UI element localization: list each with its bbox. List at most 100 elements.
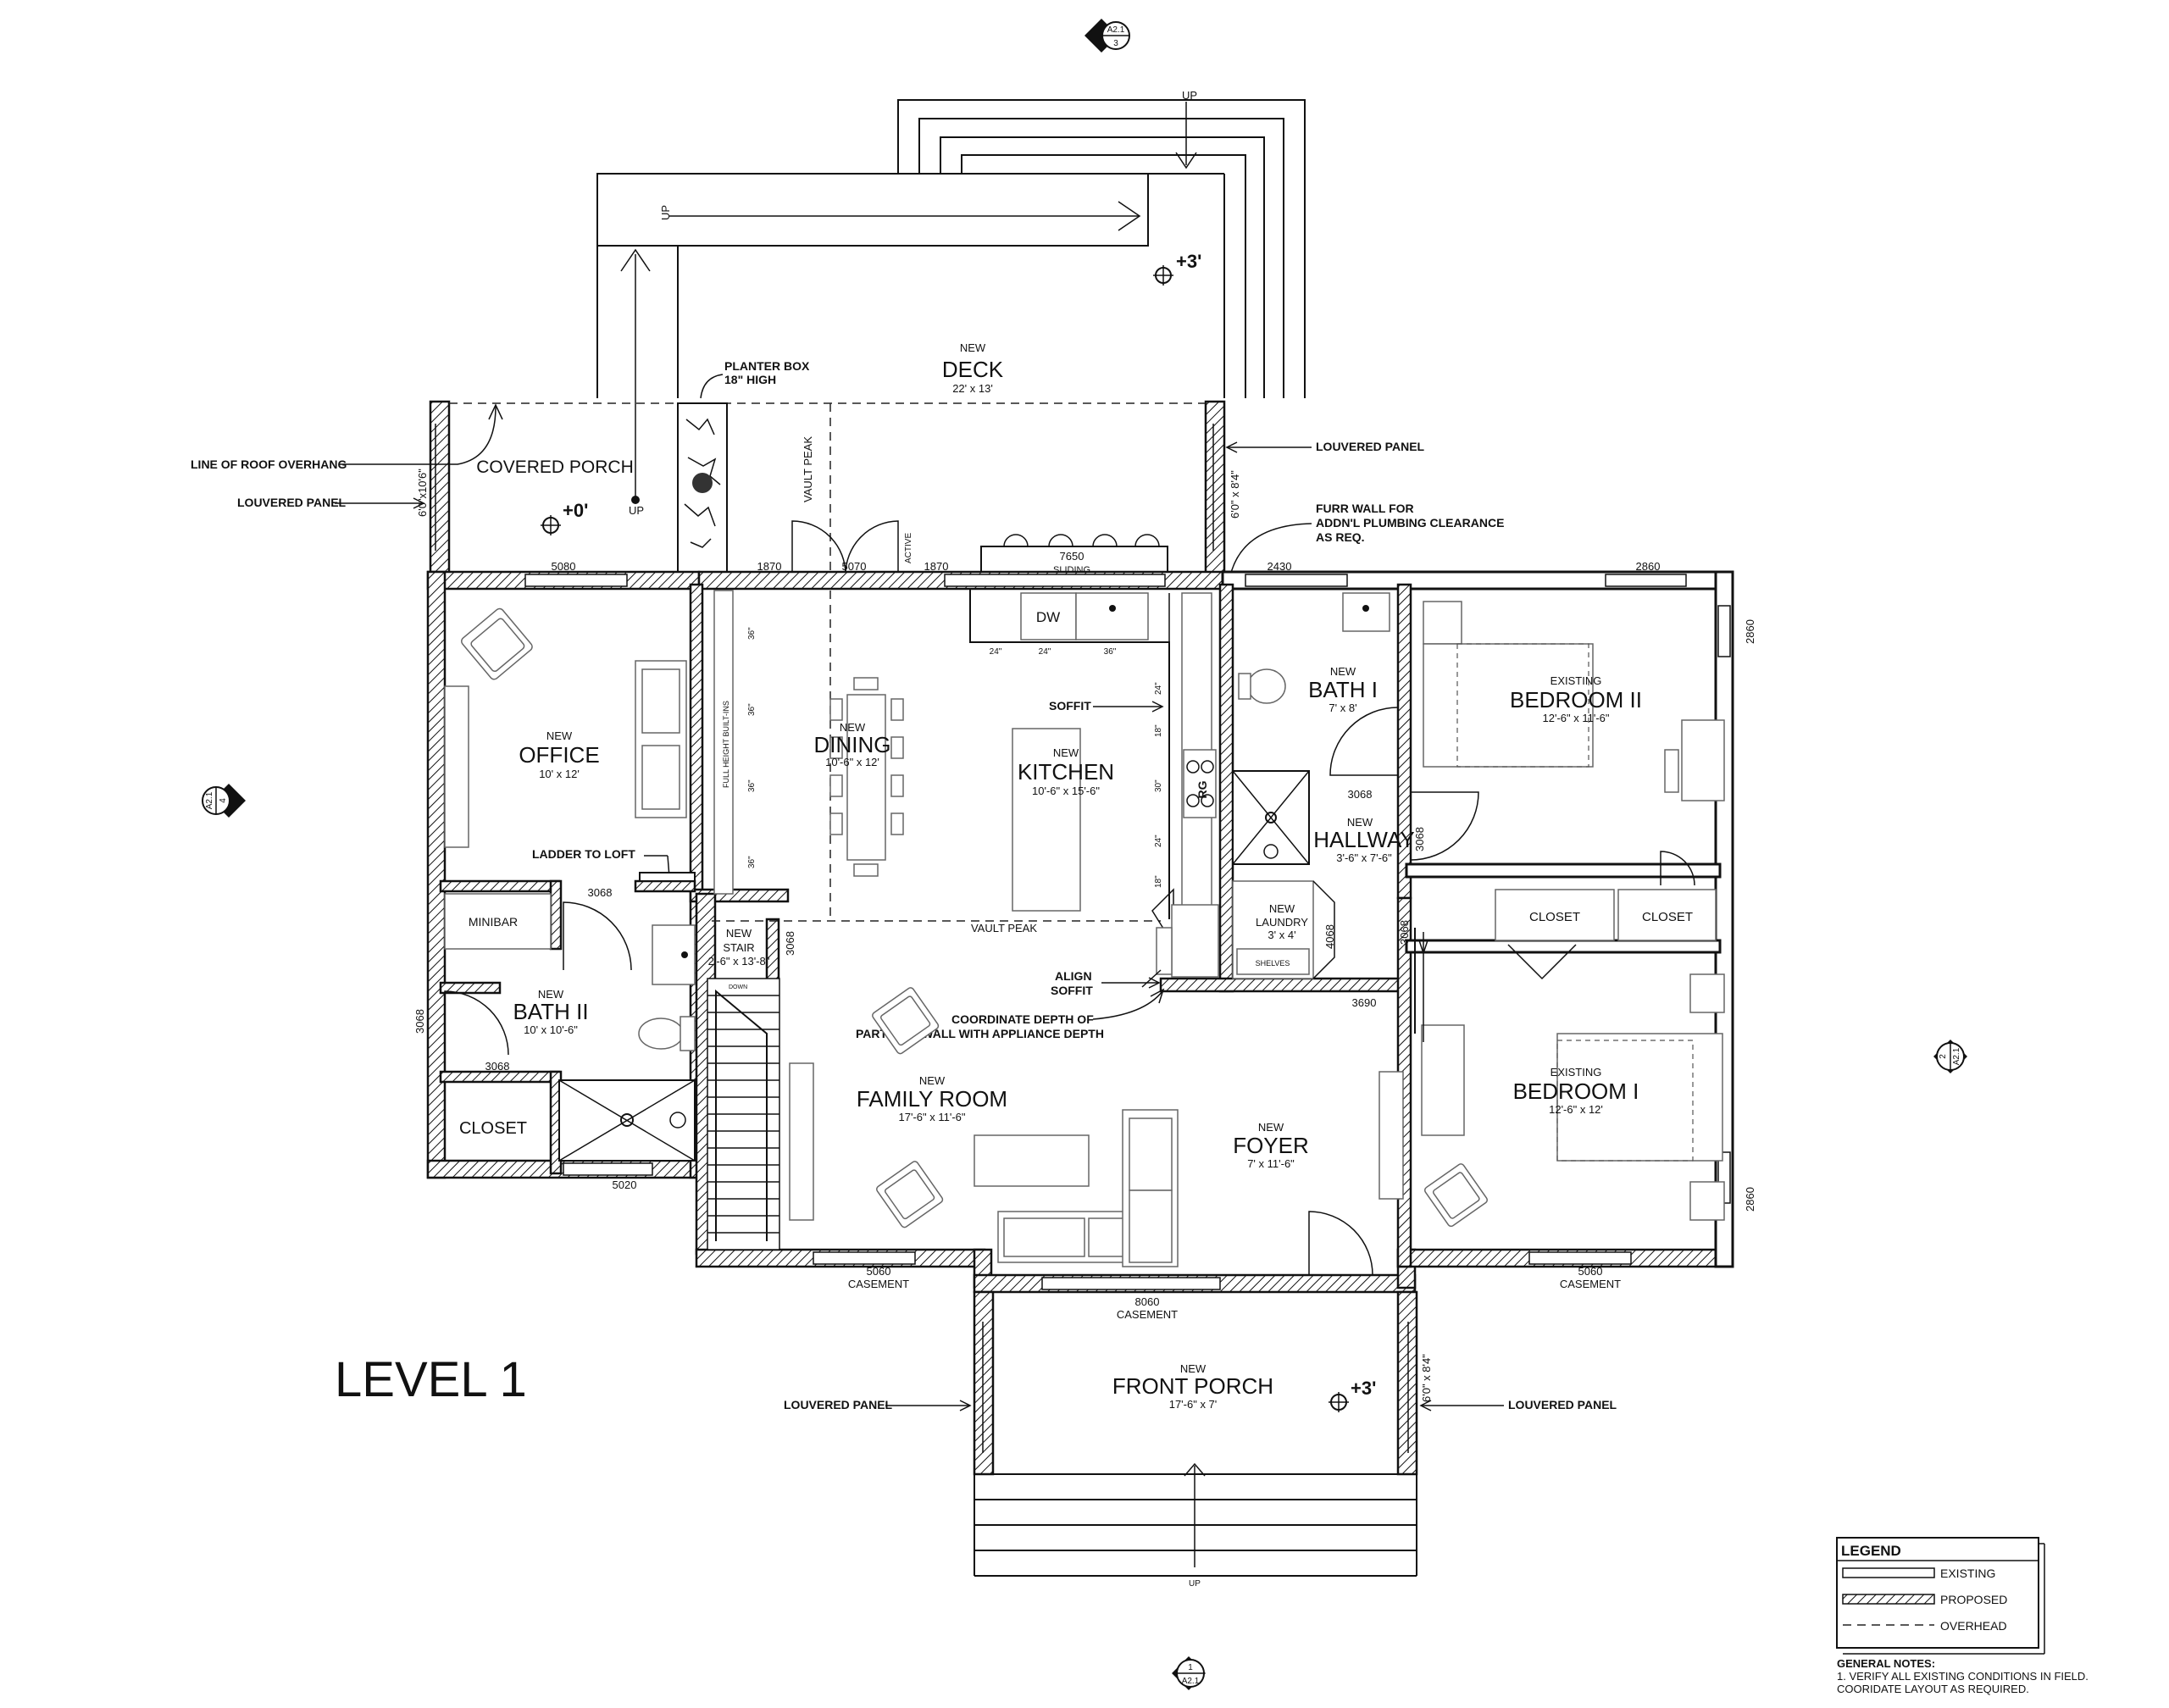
dim-1870-b: 1870	[924, 560, 949, 573]
closet-a-name: CLOSET	[1529, 910, 1580, 924]
bath1-name: BATH I	[1308, 677, 1378, 702]
dim-3068-bath2: 3068	[413, 1009, 426, 1034]
bedroom1-size: 12'-6" x 12'	[1549, 1103, 1603, 1116]
bath1-fixtures	[1232, 592, 1479, 979]
range-label: RG	[1195, 780, 1209, 798]
vault-peak-horizontal: VAULT PEAK	[971, 922, 1037, 934]
bath1-new: NEW	[1330, 665, 1356, 678]
stair-name: STAIR	[723, 941, 754, 954]
align-note-1: ALIGN	[1055, 969, 1092, 983]
laundry-name: LAUNDRY	[1256, 916, 1308, 929]
planter-note-1: PLANTER BOX	[724, 359, 810, 373]
dim-5060-left: 5060	[867, 1265, 891, 1278]
covered-porch	[429, 400, 1226, 919]
kitchen-dim-30: 30"	[1154, 779, 1163, 792]
elevation-marker-front	[1329, 1392, 1349, 1412]
office-new: NEW	[546, 729, 573, 742]
louvered-front-left: LOUVERED PANEL	[784, 1398, 893, 1411]
deck-new: NEW	[960, 341, 986, 354]
stair-down-label: DOWN	[729, 984, 747, 990]
marker-top-sheet: A2.1	[1107, 25, 1125, 35]
dim-2860-r2: 2860	[1744, 1187, 1756, 1212]
counter-dim-24-a: 24"	[990, 647, 1002, 657]
bath2-new: NEW	[538, 988, 564, 1001]
legend	[1836, 1537, 2045, 1655]
legend-existing: EXISTING	[1940, 1567, 1995, 1580]
kitchen-new: NEW	[1053, 746, 1079, 759]
wall-dim-deck: 6'0" x 8'4"	[1229, 470, 1241, 518]
kitchen-name: KITCHEN	[1018, 759, 1114, 785]
section-marker-bottom	[1172, 1656, 1206, 1690]
planter-note-2: 18" HIGH	[724, 373, 776, 386]
bath2-size: 10' x 10'-6"	[524, 1023, 578, 1036]
dim-2430: 2430	[1268, 560, 1292, 573]
wall-dim-front: 6'0" x 8'4"	[1420, 1354, 1433, 1402]
kitchen-dim-24-a: 24"	[1154, 682, 1163, 695]
dim-3690: 3690	[1352, 996, 1377, 1009]
general-notes-line2: COORIDATE LAYOUT AS REQUIRED.	[1837, 1683, 2029, 1695]
active-label: ACTIVE	[904, 533, 913, 563]
marker-right-sheet: A2.1	[1952, 1047, 1961, 1065]
dishwasher-label: DW	[1036, 609, 1060, 625]
soffit-note: SOFFIT	[1049, 699, 1091, 713]
stair-new: NEW	[726, 927, 752, 940]
bath-closet-name: CLOSET	[459, 1119, 527, 1138]
marker-left-number: 4	[219, 798, 228, 803]
marker-top-number: 3	[1113, 39, 1118, 48]
roof-overhang-note: LINE OF ROOF OVERHANG	[191, 458, 347, 471]
counter-dim-24-b: 24"	[1039, 647, 1051, 657]
kitchen-dim-18-a: 18"	[1154, 724, 1163, 737]
laundry-new: NEW	[1269, 902, 1295, 915]
family-name: FAMILY ROOM	[857, 1086, 1007, 1112]
furr-note-2: ADDN'L PLUMBING CLEARANCE	[1316, 516, 1504, 530]
deck-size: 22' x 13'	[952, 382, 993, 395]
counter-dim-36: 36"	[1104, 647, 1117, 657]
casement-left: CASEMENT	[848, 1278, 909, 1290]
bedroom2-size: 12'-6" x 11'-6"	[1543, 712, 1610, 724]
align-note-2: SOFFIT	[1051, 984, 1093, 997]
minibar-label: MINIBAR	[469, 915, 518, 929]
builtin-dim-36-c: 36"	[747, 779, 757, 792]
legend-title: LEGEND	[1841, 1543, 1901, 1559]
elevation-marker-porch	[541, 515, 561, 535]
family-size: 17'-6" x 11'-6"	[899, 1111, 966, 1123]
ladder-note: LADDER TO LOFT	[532, 847, 635, 861]
front-porch-new: NEW	[1180, 1362, 1207, 1375]
casement-right: CASEMENT	[1560, 1278, 1621, 1290]
elevation-marker-deck	[1153, 265, 1173, 286]
marker-right-number: 2	[1939, 1054, 1948, 1059]
wall-dim-porch: 6'0"x10'6"	[416, 469, 429, 517]
furr-note-1: FURR WALL FOR	[1316, 502, 1414, 515]
general-notes-title: GENERAL NOTES:	[1837, 1657, 1935, 1670]
bedroom1-name: BEDROOM I	[1513, 1079, 1639, 1104]
vault-peak-vertical: VAULT PEAK	[802, 436, 814, 502]
builtin-dim-36-b: 36"	[747, 703, 757, 716]
stair-treads	[707, 978, 780, 1250]
deck-name: DECK	[942, 357, 1004, 382]
dining-new: NEW	[840, 721, 866, 734]
dining-size: 10'-6" x 12'	[825, 756, 879, 768]
dim-3068-closet: 3068	[485, 1060, 510, 1073]
windows	[524, 574, 1731, 1290]
marker-bottom-sheet: A2.1	[1182, 1677, 1200, 1686]
up-left-label: UP	[659, 205, 672, 220]
front-porch	[973, 1290, 1418, 1577]
bedroom1-existing: EXISTING	[1550, 1066, 1602, 1079]
dim-3068-office: 3068	[588, 886, 613, 899]
front-porch-name: FRONT PORCH	[1112, 1373, 1273, 1399]
louvered-porch-note: LOUVERED PANEL	[237, 496, 347, 509]
louvered-deck-note: LOUVERED PANEL	[1316, 440, 1425, 453]
up-top-label: UP	[1182, 89, 1197, 102]
dim-3068-hall2: 3068	[1413, 827, 1426, 851]
laundry-shelves: SHELVES	[1256, 959, 1290, 968]
marker-left-sheet: A2.1	[205, 791, 214, 809]
coord-note-1: COORDINATE DEPTH OF	[951, 1012, 1094, 1026]
foyer-name: FOYER	[1233, 1133, 1309, 1158]
kitchen-size: 10'-6" x 15'-6"	[1032, 785, 1100, 797]
bath2-name: BATH II	[513, 999, 588, 1024]
office-name: OFFICE	[519, 742, 599, 768]
dim-8060: 8060	[1135, 1295, 1160, 1308]
section-marker-left	[202, 784, 246, 818]
section-marker-right	[1933, 1040, 1967, 1073]
bath2-fixtures	[444, 924, 696, 1162]
